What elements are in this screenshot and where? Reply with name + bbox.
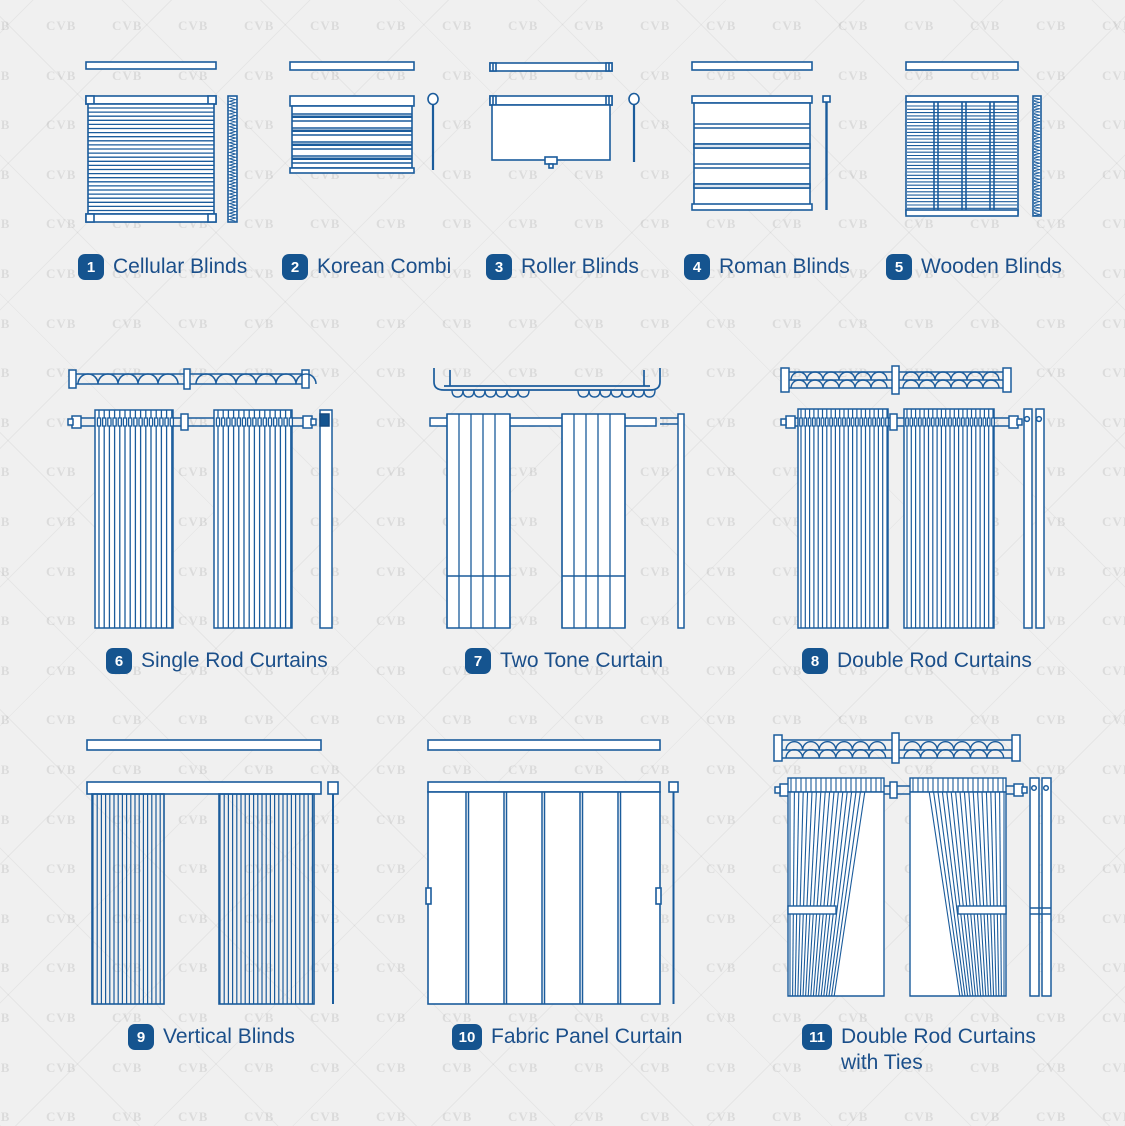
badge-number-1: 1: [78, 254, 104, 280]
figure-single-rod-curtains: [66, 364, 341, 639]
label-text-8: Double Rod Curtains: [837, 649, 1032, 672]
label-item-11[interactable]: 11 Double Rod Curtains with Ties: [802, 1024, 1036, 1076]
wooden-blinds-drawing: [905, 61, 1042, 217]
label-item-10[interactable]: 10 Fabric Panel Curtain: [452, 1024, 682, 1050]
label-text-1: Cellular Blinds: [113, 255, 248, 278]
double-rod-curtains-with-ties-drawing: [773, 732, 1052, 997]
korean-combi-drawing: [289, 61, 439, 174]
roller-blinds-drawing: [489, 62, 640, 169]
two-tone-curtain-drawing: [429, 368, 685, 629]
label-text-10: Fabric Panel Curtain: [491, 1025, 683, 1048]
label-item-2[interactable]: 2 Korean Combi: [282, 254, 451, 280]
label-text-6: Single Rod Curtains: [141, 649, 328, 672]
vertical-blinds-drawing: [86, 739, 339, 1005]
double-rod-curtains-drawing: [780, 365, 1045, 629]
badge-number-10: 10: [452, 1024, 482, 1050]
figure-roller-blinds: [488, 58, 648, 228]
badge-number-3: 3: [486, 254, 512, 280]
badge-number-7: 7: [465, 648, 491, 674]
cellular-blinds-drawing: [85, 61, 238, 223]
label-item-5[interactable]: 5 Wooden Blinds: [886, 254, 1062, 280]
badge-number-2: 2: [282, 254, 308, 280]
label-item-3[interactable]: 3 Roller Blinds: [486, 254, 639, 280]
figure-korean-combi: [288, 58, 448, 228]
label-item-8[interactable]: 8 Double Rod Curtains: [802, 648, 1032, 674]
label-text-7: Two Tone Curtain: [500, 649, 664, 672]
badge-number-6: 6: [106, 648, 132, 674]
figure-fabric-panel-curtain: [425, 738, 690, 1018]
figure-double-rod-curtains-with-ties: [768, 730, 1058, 1020]
label-item-4[interactable]: 4 Roman Blinds: [684, 254, 850, 280]
label-text-11: Double Rod Curtains with Ties: [841, 1025, 1036, 1074]
label-item-7[interactable]: 7 Two Tone Curtain: [465, 648, 663, 674]
label-text-5: Wooden Blinds: [921, 255, 1062, 278]
figure-vertical-blinds: [84, 738, 349, 1018]
single-rod-curtains-drawing: [67, 368, 333, 629]
fabric-panel-curtain-drawing: [425, 739, 679, 1005]
badge-number-4: 4: [684, 254, 710, 280]
label-text-2: Korean Combi: [317, 255, 452, 278]
figure-double-rod-curtains: [778, 364, 1053, 639]
label-item-6[interactable]: 6 Single Rod Curtains: [106, 648, 328, 674]
badge-number-5: 5: [886, 254, 912, 280]
label-text-4: Roman Blinds: [719, 255, 850, 278]
figure-roman-blinds: [690, 58, 850, 228]
label-item-1[interactable]: 1 Cellular Blinds: [78, 254, 247, 280]
roman-blinds-drawing: [691, 61, 831, 211]
badge-number-11: 11: [802, 1024, 832, 1050]
badge-number-8: 8: [802, 648, 828, 674]
badge-number-9: 9: [128, 1024, 154, 1050]
label-text-3: Roller Blinds: [521, 255, 639, 278]
label-text-9: Vertical Blinds: [163, 1025, 295, 1048]
figure-wooden-blinds: [894, 58, 1059, 228]
figure-two-tone-curtain: [428, 364, 693, 639]
label-item-9[interactable]: 9 Vertical Blinds: [128, 1024, 295, 1050]
figure-cellular-blinds: [84, 58, 244, 228]
